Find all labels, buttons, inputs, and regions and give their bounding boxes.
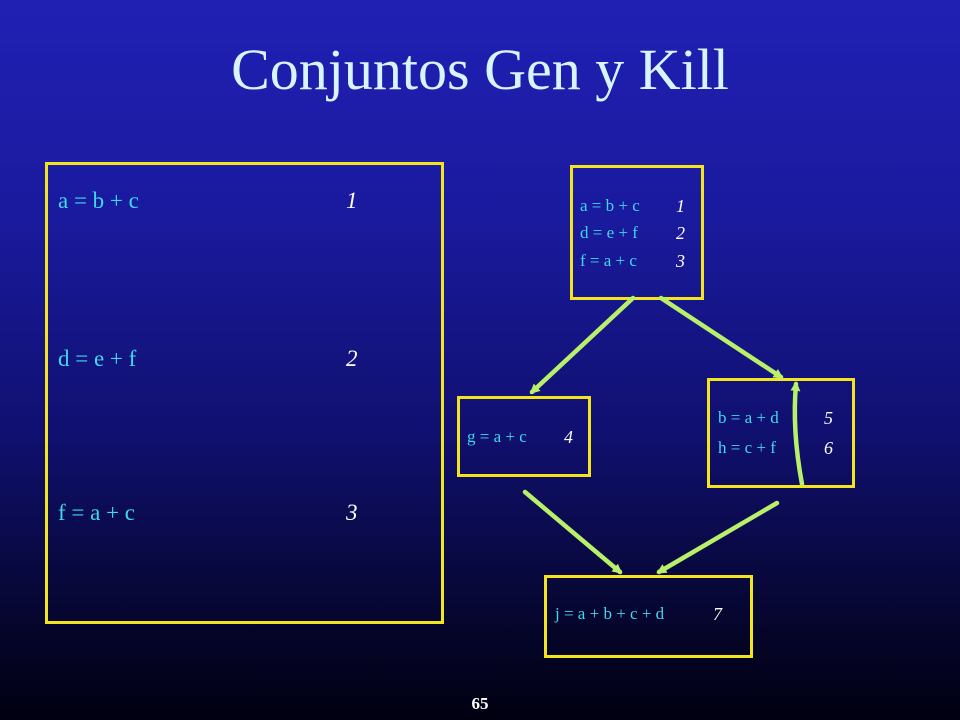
edge-b3-to-b4-arrow: [656, 500, 780, 575]
slide-number: 65: [471, 694, 489, 713]
edge-b2-to-b4-arrow: [522, 489, 623, 575]
block1-line-3-code: f = a + c: [580, 251, 637, 270]
basic-block-3: b = a + d 5 h = c + f 6: [707, 378, 855, 488]
statement-3-number: 3: [346, 500, 358, 525]
statement-1-code: a = b + c: [58, 188, 139, 213]
block3-line-1-number: 5: [824, 408, 833, 428]
block4-line-1-code: j = a + b + c + d: [555, 604, 665, 623]
edge-b1-to-b2-arrow: [529, 295, 636, 395]
block3-line-2-number: 6: [824, 438, 833, 458]
block1-line-1-number: 1: [676, 196, 685, 216]
block3-line-1-code: b = a + d: [718, 408, 779, 427]
slide-title: Conjuntos Gen y Kill: [231, 37, 729, 102]
edge-b3-loop-arrow: [790, 381, 805, 487]
block4-line-1-number: 7: [713, 604, 722, 624]
block1-line-2-number: 2: [676, 223, 685, 243]
block2-line-1-number: 4: [564, 427, 573, 447]
basic-block-2: g = a + c 4: [457, 396, 591, 477]
block1-line-1-code: a = b + c: [580, 196, 640, 215]
basic-block-4: j = a + b + c + d 7: [544, 575, 753, 658]
statement-2-code: d = e + f: [58, 346, 137, 371]
block1-line-3-number: 3: [676, 251, 685, 271]
statement-2-number: 2: [346, 346, 358, 371]
block1-line-2-code: d = e + f: [580, 223, 638, 242]
statement-3-code: f = a + c: [58, 500, 136, 525]
edge-b1-to-b3-arrow: [658, 295, 784, 380]
statements-panel: a = b + c 1 d = e + f 2 f = a + c 3: [45, 162, 444, 624]
basic-block-1: a = b + c 1 d = e + f 2 f = a + c 3: [570, 165, 704, 300]
block3-line-2-code: h = c + f: [718, 438, 776, 457]
statement-1-number: 1: [346, 188, 358, 213]
block2-line-1-code: g = a + c: [467, 427, 527, 446]
